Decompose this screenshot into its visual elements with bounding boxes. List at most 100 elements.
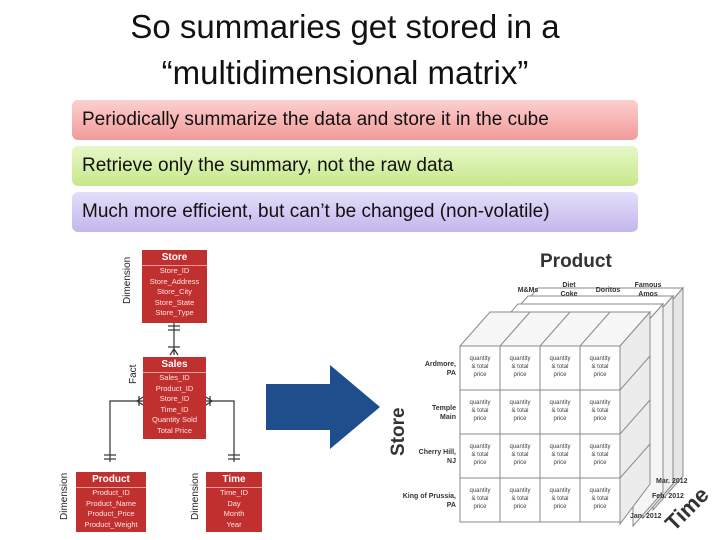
cube-cell-text: quantity: [509, 488, 530, 494]
sales-entity: Sales Sales_ID Product_ID Store_ID Time_…: [143, 357, 206, 439]
product-entity-title: Product: [76, 472, 146, 488]
cube-cell-text: quantity: [589, 488, 610, 494]
cube-store-label: Main: [440, 414, 456, 421]
cube-cell-text: price: [553, 460, 567, 466]
cube-cell-text: & total: [591, 408, 608, 414]
cube-cell-text: & total: [591, 364, 608, 370]
product-field: Product_Price: [87, 509, 135, 518]
cube-cell-text: & total: [551, 496, 568, 502]
store-field: Store_Address: [149, 276, 200, 286]
cube-cell: [539, 433, 581, 479]
slide-title: So summaries get stored in a “multidimen…: [0, 4, 690, 96]
cube-cell-text: & total: [471, 364, 488, 370]
cube-cell-text: quantity: [589, 400, 610, 406]
cube-cell-text: & total: [551, 364, 568, 370]
store-field: Store_State: [154, 297, 195, 307]
time-field: Month: [223, 509, 245, 518]
cube-top-face: [458, 311, 652, 347]
cube-cell: [579, 345, 621, 391]
cube-store-label: PA: [447, 370, 456, 377]
cube-cell-text: quantity: [589, 444, 610, 450]
cube-cell-text: quantity: [509, 400, 530, 406]
cube-cell-text: & total: [591, 452, 608, 458]
cube-cell-text: price: [513, 460, 527, 466]
cube-cell-text: price: [553, 372, 567, 378]
store-entity-title: Store: [142, 250, 207, 266]
cube-cell-text: price: [473, 460, 487, 466]
cube-product-label: Diet: [562, 282, 576, 289]
sales-field: Time_ID: [160, 404, 189, 414]
cube-cell: [539, 389, 581, 435]
cube-store-axis-label: Store: [388, 407, 409, 456]
cube-cell-text: & total: [551, 452, 568, 458]
time-entity-title: Time: [206, 472, 262, 488]
cube-month-label: Feb. 2012: [652, 493, 684, 500]
cube-cell: [499, 433, 541, 479]
cube-product-label: Coke: [560, 291, 577, 298]
cube-cell-text: price: [473, 372, 487, 378]
cube-cell-text: price: [473, 504, 487, 510]
cube-cell-text: & total: [591, 496, 608, 502]
cube-cell-text: quantity: [469, 400, 490, 406]
cube-month-label: Mar. 2012: [656, 478, 688, 485]
cube-cell-text: quantity: [469, 444, 490, 450]
cube-cell-text: price: [513, 416, 527, 422]
cube-cell-text: quantity: [549, 488, 570, 494]
cube-store-label: Ardmore,: [425, 361, 456, 368]
cube-store-label: King of Prussia,: [403, 493, 456, 500]
cube-cell: [499, 345, 541, 391]
sales-field: Total Price: [156, 425, 192, 435]
cube-cell-text: & total: [471, 452, 488, 458]
cube-cell: [539, 345, 581, 391]
cube-cell: [579, 477, 621, 523]
right-arrow-shape: [266, 365, 380, 449]
cube-cell-text: quantity: [469, 356, 490, 362]
bullet-efficient: Much more efficient, but can’t be change…: [72, 192, 638, 232]
cube-cell-text: price: [593, 504, 607, 510]
time-entity: Time Time_ID Day Month Year: [206, 472, 262, 532]
cube-cell-text: price: [553, 504, 567, 510]
sales-field: Sales_ID: [159, 373, 190, 382]
time-field: Year: [226, 519, 242, 529]
cube-product-axis-label: Product: [540, 251, 612, 272]
cube-cell: [539, 477, 581, 523]
cube-product-label: Amos: [638, 291, 658, 298]
cube-cell-text: & total: [511, 408, 528, 414]
cube-store-label: Temple: [432, 405, 456, 412]
store-field: Store_ID: [159, 266, 190, 275]
cube-store-label: Cherry Hill,: [419, 449, 456, 456]
sales-entity-title: Sales: [143, 357, 206, 373]
cube-cell-text: price: [593, 416, 607, 422]
cube-cell-text: price: [513, 372, 527, 378]
cube-cell-text: quantity: [549, 444, 570, 450]
cube-cell-text: quantity: [509, 356, 530, 362]
cube-cell-text: quantity: [509, 444, 530, 450]
cube-cell-text: price: [593, 372, 607, 378]
title-line-2: “multidimensional matrix”: [161, 54, 529, 91]
cube-cell-text: & total: [511, 496, 528, 502]
store-field: Store_City: [156, 287, 192, 296]
cube-store-label: PA: [447, 502, 456, 509]
cube-cell-text: & total: [511, 364, 528, 370]
cube-cell-text: quantity: [469, 488, 490, 494]
sales-field: Store_ID: [159, 394, 190, 403]
cube-product-label: Famous: [635, 282, 662, 289]
cube-cell-text: price: [513, 504, 527, 510]
cube-cell-text: & total: [471, 408, 488, 414]
product-field: Product_Name: [85, 498, 137, 508]
cube-cell-text: quantity: [589, 356, 610, 362]
cube-cell-text: quantity: [549, 400, 570, 406]
cube-cell-text: quantity: [549, 356, 570, 362]
cube-cell: [459, 433, 501, 479]
product-field: Product_ID: [92, 488, 130, 497]
bullet-summarize: Periodically summarize the data and stor…: [72, 100, 638, 140]
cube-cell-text: price: [473, 416, 487, 422]
store-entity: Store Store_ID Store_Address Store_City …: [142, 250, 207, 323]
cube-store-label: NJ: [447, 458, 456, 465]
